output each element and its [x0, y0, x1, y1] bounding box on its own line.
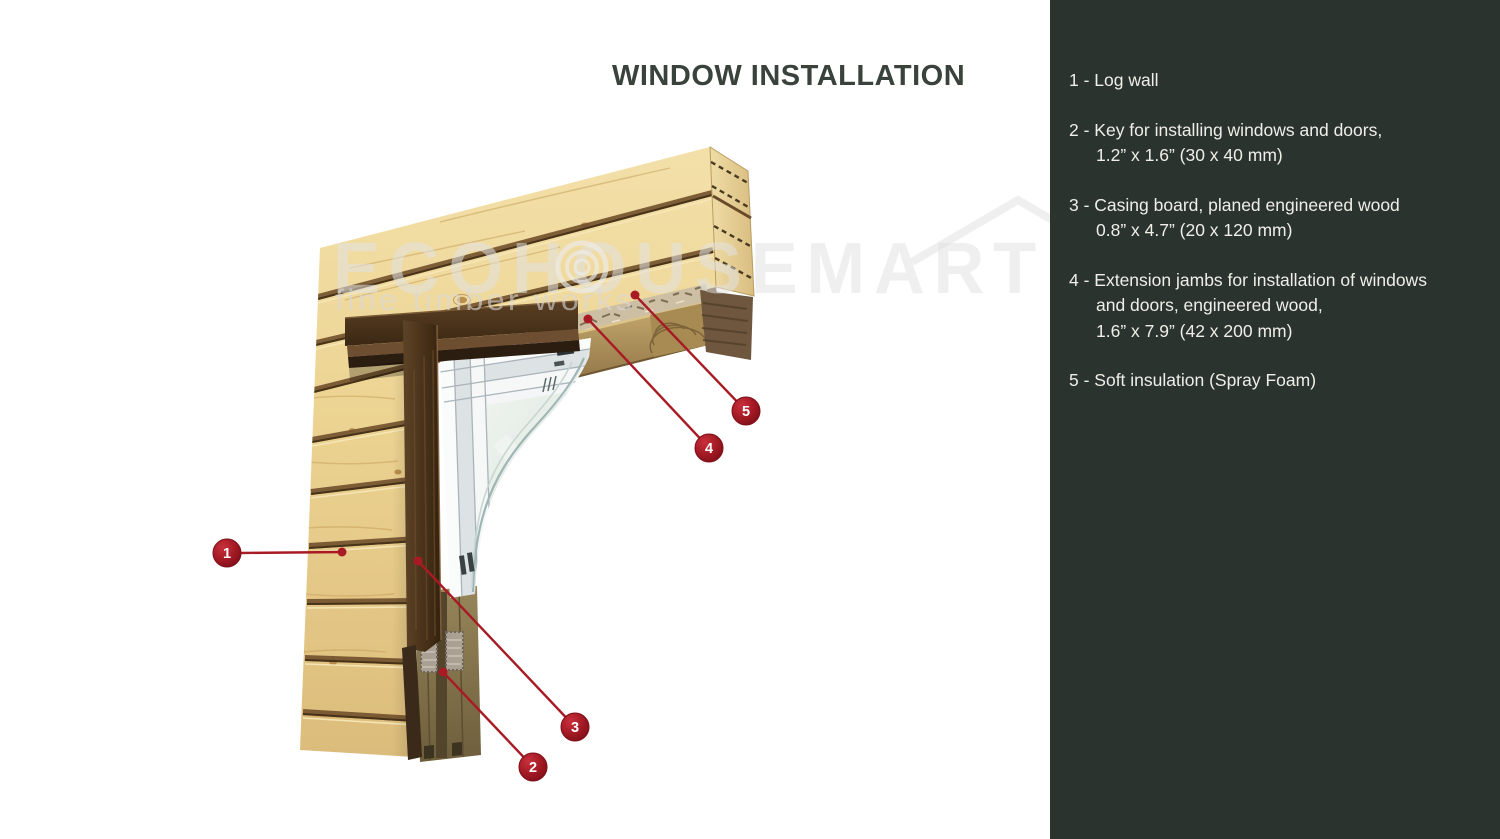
extension-jamb — [571, 301, 709, 378]
leader-dots — [337, 290, 640, 677]
legend-line: 1.6” x 7.9” (42 x 200 mm) — [1096, 320, 1293, 341]
marker-5: 5 — [731, 396, 761, 426]
casing-board — [344, 300, 580, 760]
marker-4-number: 4 — [705, 441, 713, 457]
legend-item-1: 1 - Log wall — [1069, 68, 1486, 94]
beam-end-face — [709, 146, 755, 297]
window-installation-figure: ECOHOUSEMART fine timber works — [212, 146, 1050, 782]
marker-2: 2 — [518, 752, 548, 782]
casing-shadow — [349, 361, 407, 381]
watermark: ECOHOUSEMART fine timber works — [333, 195, 1050, 317]
legend-line: 4 - Extension jambs for installation of … — [1069, 269, 1427, 290]
page-title: WINDOW INSTALLATION — [612, 60, 966, 92]
marker-5-number: 5 — [742, 404, 750, 420]
legend-item-4: 4 - Extension jambs for installation of … — [1069, 268, 1486, 345]
legend-sidebar: 1 - Log wall 2 - Key for installing wind… — [1050, 0, 1500, 839]
legend-item-5: 5 - Soft insulation (Spray Foam) — [1069, 368, 1486, 394]
key-notch — [452, 742, 462, 756]
marker-4: 4 — [694, 433, 724, 463]
marker-3: 3 — [560, 712, 590, 742]
legend-line: and doors, engineered wood, — [1096, 295, 1323, 315]
marker-1-number: 1 — [223, 546, 231, 562]
legend-line: 0.8” x 4.7” (20 x 120 mm) — [1096, 220, 1293, 240]
legend-item-3: 3 - Casing board, planed engineered wood… — [1069, 193, 1486, 244]
key-notch — [424, 745, 434, 759]
house-roof-icon — [909, 195, 1050, 266]
finger-joint-marks — [710, 160, 754, 281]
leader-lines — [240, 294, 747, 768]
casing-strip-lower — [402, 645, 422, 760]
watermark-brand: ECOHOUSEMART — [333, 229, 1045, 309]
casing-vertical — [403, 320, 441, 652]
marker-3-number: 3 — [571, 720, 579, 736]
watermark-tagline: fine timber works — [335, 284, 635, 317]
window-glass — [487, 379, 591, 598]
marker-2-number: 2 — [529, 760, 537, 776]
legend-line: 1 - Log wall — [1069, 70, 1159, 90]
legend-line: 1.2” x 1.6” (30 x 40 mm) — [1096, 145, 1283, 165]
legend-line: 2 - Key for installing windows and doors… — [1069, 119, 1383, 140]
legend-line: 5 - Soft insulation (Spray Foam) — [1069, 370, 1317, 390]
legend-item-2: 2 - Key for installing windows and doors… — [1069, 118, 1486, 169]
callout-markers: 1 2 3 4 5 — [212, 290, 761, 782]
marker-1: 1 — [212, 538, 242, 568]
legend-line: 3 - Casing board, planed engineered wood — [1069, 194, 1400, 215]
jamb-end-grain — [649, 303, 708, 357]
watermark-target-icon — [555, 240, 609, 294]
sawn-log-end — [700, 290, 753, 360]
